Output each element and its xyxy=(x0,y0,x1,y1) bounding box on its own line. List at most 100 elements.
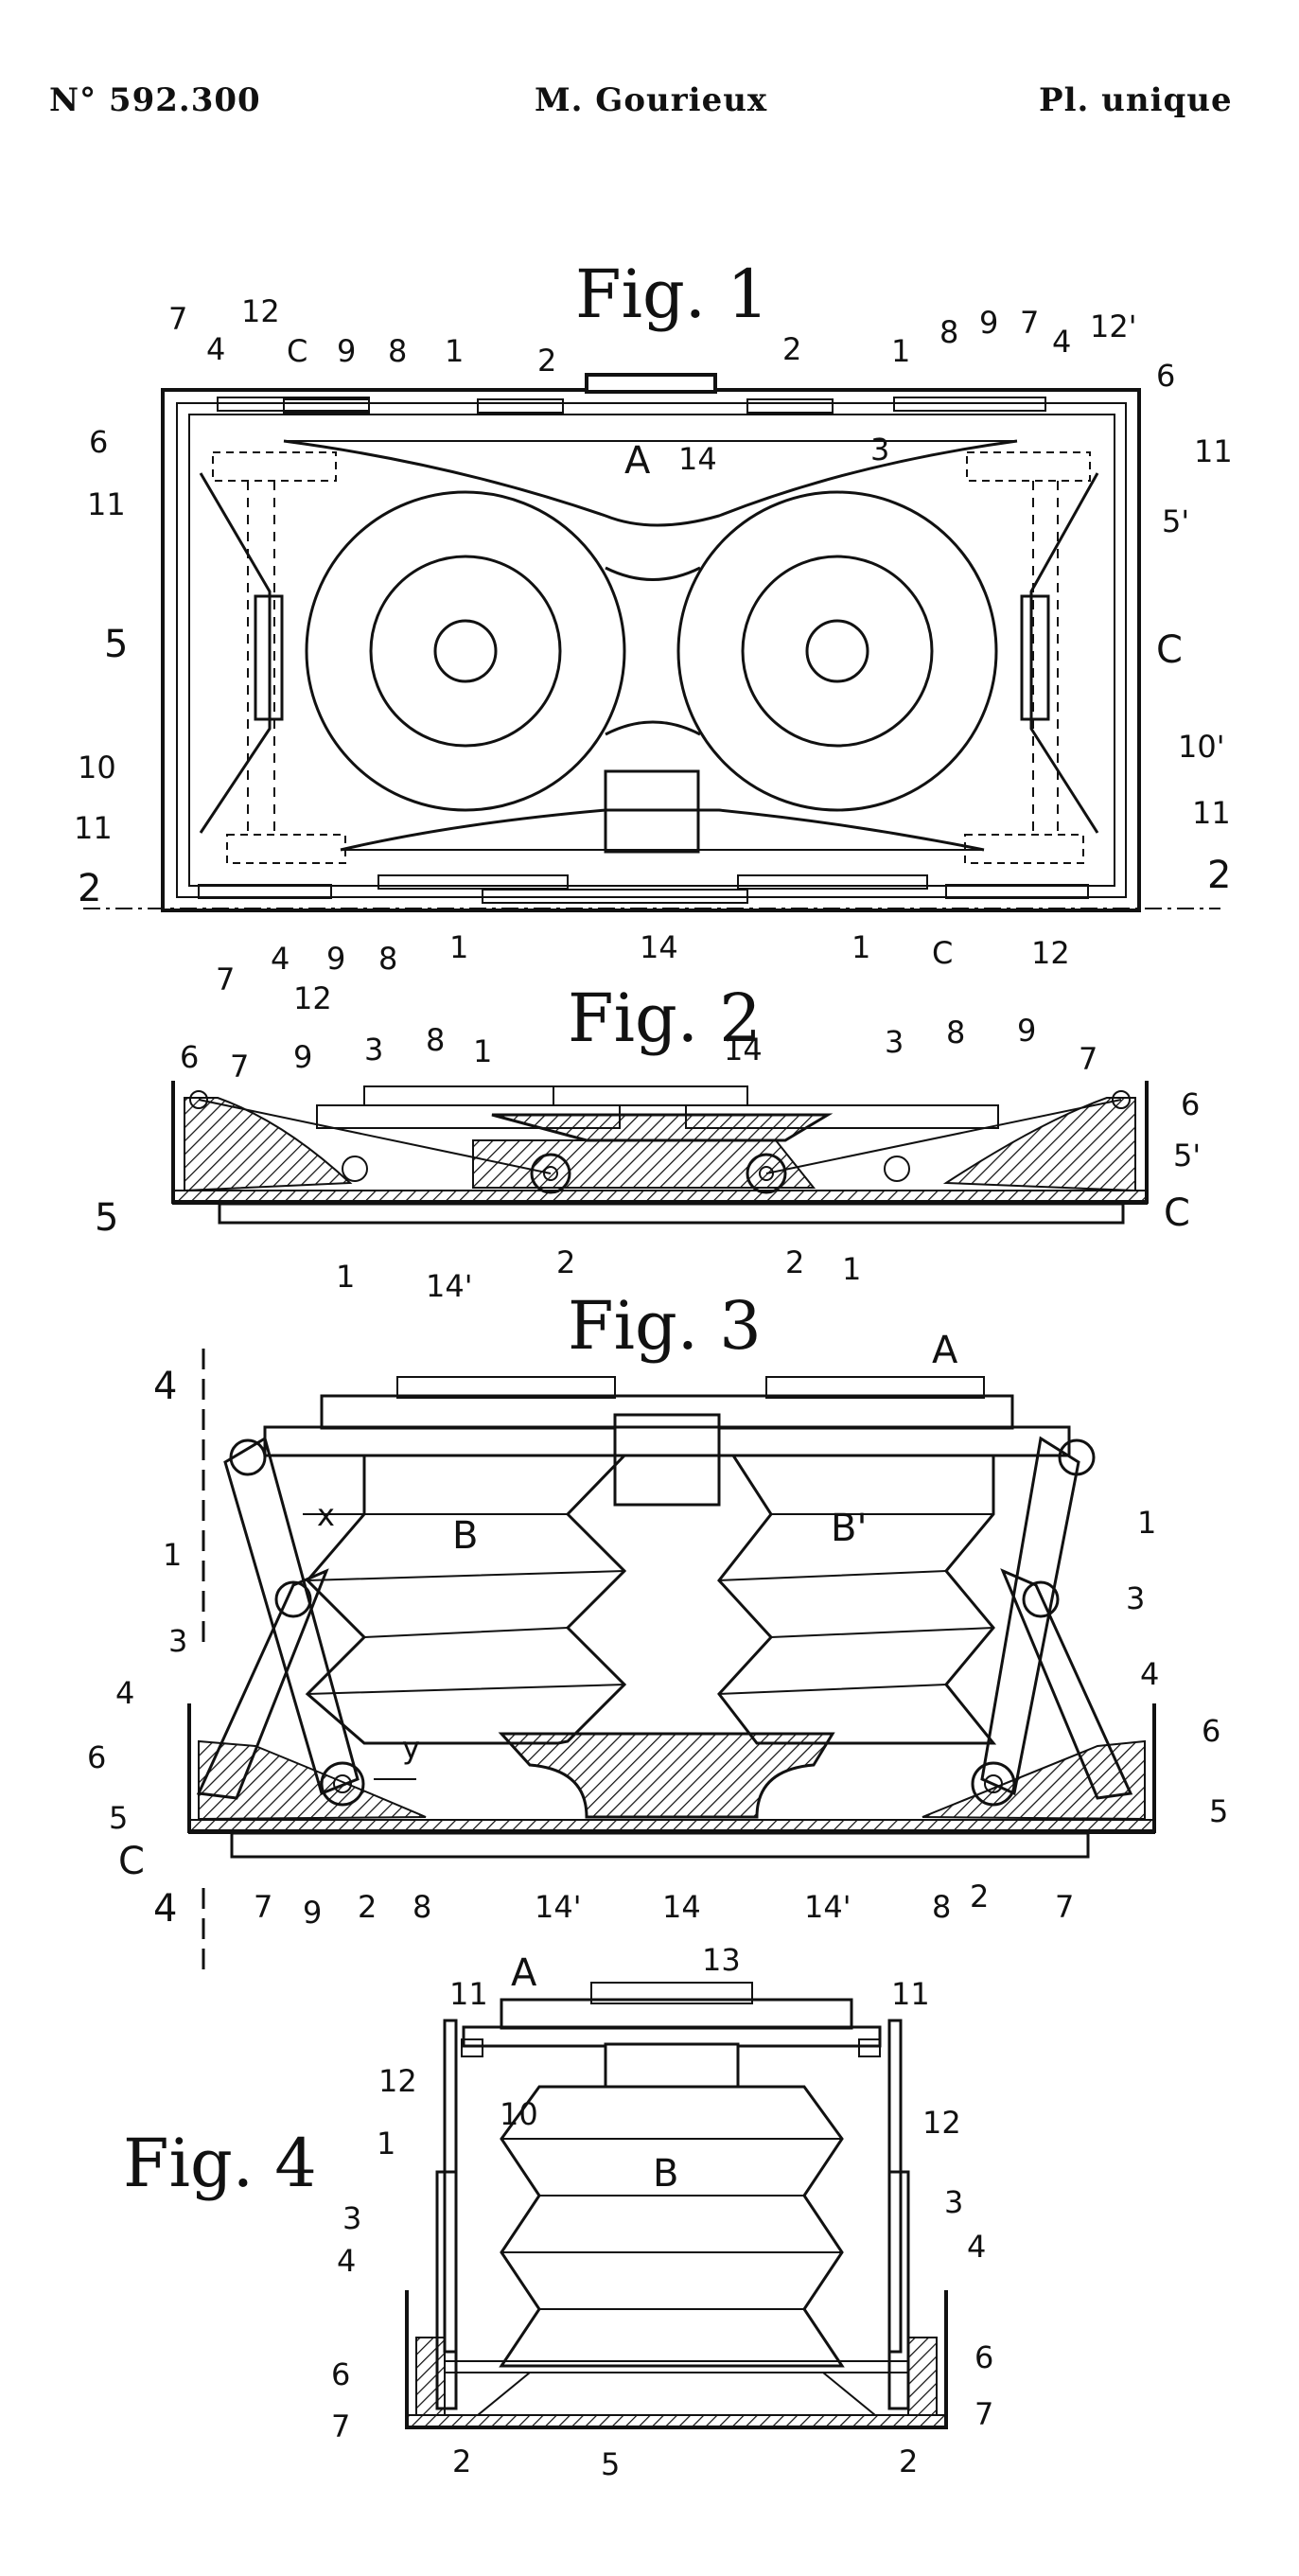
fig1-label: 11 xyxy=(87,486,126,522)
fig1-label: 1 xyxy=(445,333,464,369)
fig2-label: 6 xyxy=(180,1039,199,1075)
fig1-label: 8 xyxy=(378,941,397,977)
fig3-label: 5 xyxy=(1209,1793,1228,1829)
fig4-label: A xyxy=(511,1951,537,1995)
fig1-label: 4 xyxy=(206,331,225,367)
fig2-label: 14' xyxy=(426,1268,473,1304)
fig1-label: 9 xyxy=(337,333,356,369)
fig3-label: 4 xyxy=(153,1365,177,1408)
fig1-label: C xyxy=(932,935,953,971)
fig3-label: 3 xyxy=(168,1623,187,1659)
fig3-drawing xyxy=(187,1349,1156,1978)
fig3-label: 1 xyxy=(163,1537,182,1573)
fig2-label: 3 xyxy=(885,1024,904,1060)
fig3-label: 5 xyxy=(109,1800,128,1836)
fig4-label: 3 xyxy=(944,2184,963,2220)
fig1-label: 1 xyxy=(449,929,468,965)
fig2-label: 5 xyxy=(95,1196,118,1240)
fig1-label: 12 xyxy=(1031,935,1070,971)
fig3-label: 4 xyxy=(115,1675,134,1711)
fig3-label: B xyxy=(452,1514,478,1558)
fig1-label: 9 xyxy=(326,941,345,977)
fig1-label: 3 xyxy=(870,432,889,468)
fig1-label: 10' xyxy=(1178,729,1225,765)
fig2-label: 1 xyxy=(842,1251,861,1287)
fig3-label: 8 xyxy=(932,1889,951,1925)
fig3-label: 7 xyxy=(254,1889,272,1925)
fig2-label: 7 xyxy=(1079,1041,1097,1077)
fig1-label: A xyxy=(624,439,651,483)
fig1-label: 9 xyxy=(979,305,998,341)
fig3-label: B' xyxy=(831,1507,867,1550)
fig4-label: 13 xyxy=(702,1942,741,1978)
fig3-label: 4 xyxy=(153,1887,177,1931)
fig3-title: Fig. 3 xyxy=(568,1287,762,1365)
fig1-label: 12 xyxy=(241,293,280,329)
fig2-label: 2 xyxy=(556,1244,575,1280)
fig1-label: 4 xyxy=(271,941,290,977)
fig2-label: 14 xyxy=(724,1032,763,1067)
fig3-label: 9 xyxy=(303,1895,322,1931)
fig3-label: 14' xyxy=(804,1889,851,1925)
fig4-label: 5 xyxy=(601,2446,620,2482)
fig4-label: 10 xyxy=(500,2096,538,2132)
fig2-label: 3 xyxy=(364,1032,383,1067)
fig2-label: 8 xyxy=(426,1022,445,1058)
fig1-label: 1 xyxy=(891,333,910,369)
fig1-label: 14 xyxy=(640,929,678,965)
fig4-title: Fig. 4 xyxy=(123,2125,317,2202)
fig4-label: B xyxy=(653,2152,678,2196)
fig2-label: 9 xyxy=(1017,1013,1036,1049)
fig1-label: 11 xyxy=(1192,795,1231,831)
fig4-label: 12 xyxy=(378,2063,417,2099)
fig3-label: x xyxy=(317,1497,335,1533)
fig1-title: Fig. 1 xyxy=(575,256,769,333)
fig4-label: 11 xyxy=(891,1976,930,2012)
fig3-label: 7 xyxy=(1055,1889,1074,1925)
fig1-label: 4 xyxy=(1052,324,1071,360)
fig4-label: 6 xyxy=(974,2339,993,2375)
fig2-labels: 6 7 9 3 8 1 14 3 8 9 7 6 5' 5 1 14' 2 2 … xyxy=(95,1013,1201,1304)
fig4-label: 11 xyxy=(449,1976,488,2012)
fig2-label: 1 xyxy=(336,1259,355,1295)
fig2-label: C xyxy=(1164,1191,1190,1235)
fig2-label: 7 xyxy=(230,1049,249,1085)
fig4-label: 2 xyxy=(899,2444,918,2479)
fig2-label: 1 xyxy=(473,1033,492,1069)
fig1-label: 5' xyxy=(1162,503,1189,539)
fig4-label: 2 xyxy=(452,2444,471,2479)
fig3-label: 8 xyxy=(413,1889,431,1925)
fig1-label: 7 xyxy=(168,301,187,337)
fig1-label: 6 xyxy=(89,424,108,460)
fig3-labels: 4 A x B B' 1 1 3 3 4 4 6 6 y 5 5 C 7 9 2… xyxy=(87,1329,1228,1931)
fig4-label: 12 xyxy=(922,2105,961,2141)
fig3-label: 6 xyxy=(1202,1713,1220,1749)
fig1-label: 12' xyxy=(1090,309,1137,344)
fig4-label: 3 xyxy=(342,2200,361,2236)
fig1-label: 10 xyxy=(78,750,116,785)
fig3-label: 6 xyxy=(87,1739,106,1775)
fig1-labels: 7 12 4 C 9 8 1 2 14 2 1 8 9 7 4 12' 6 6 … xyxy=(74,293,1233,1016)
fig1-label: C xyxy=(1156,628,1183,672)
fig1-label: 7 xyxy=(1020,305,1039,341)
fig3-label: 3 xyxy=(1126,1580,1145,1616)
fig1-label: 6 xyxy=(1156,358,1175,394)
fig2-label: 6 xyxy=(1181,1086,1200,1122)
fig3-label: 4 xyxy=(1140,1656,1159,1692)
fig4-label: 4 xyxy=(337,2243,356,2279)
fig2-title: Fig. 2 xyxy=(568,979,762,1057)
plate-label: Pl. unique xyxy=(1039,81,1233,119)
fig1-label: 14 xyxy=(678,441,717,477)
fig4-label: 6 xyxy=(331,2356,350,2392)
inventor-name: M. Gourieux xyxy=(535,81,768,119)
fig1-label: 2 xyxy=(1207,854,1231,897)
fig1-label: 12 xyxy=(293,980,332,1016)
fig2-label: 2 xyxy=(785,1244,804,1280)
fig2-drawing xyxy=(171,1081,1149,1225)
fig3-label: y xyxy=(402,1730,420,1766)
fig3-label: 2 xyxy=(970,1879,989,1914)
fig3-label: 1 xyxy=(1137,1505,1156,1541)
fig2-label: 5' xyxy=(1173,1138,1201,1173)
fig1-label: 8 xyxy=(388,333,407,369)
